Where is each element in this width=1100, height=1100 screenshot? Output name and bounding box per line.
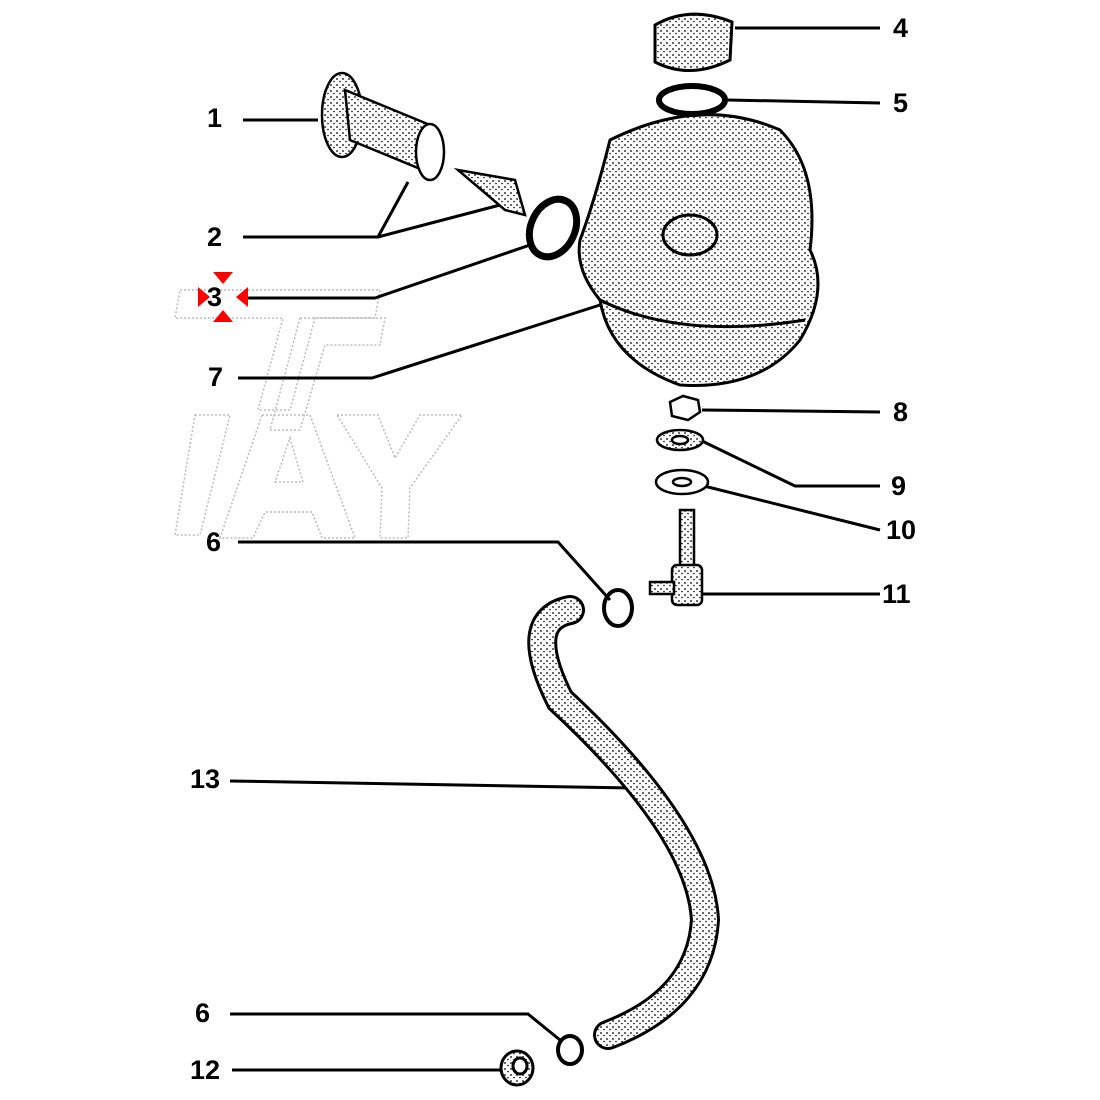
part-12-cap (499, 1049, 535, 1087)
callout-9[interactable]: 9 (891, 471, 911, 501)
callout-12[interactable]: 12 (190, 1055, 225, 1085)
callout-label: 5 (893, 88, 909, 118)
callout-label: 8 (893, 397, 909, 427)
part-11-fuel-tap (648, 508, 704, 607)
selection-marker (198, 272, 248, 322)
callout-label: 1 (207, 103, 223, 133)
callout-label: 4 (893, 13, 909, 43)
callout-label: 6 (195, 998, 211, 1028)
watermark (174, 289, 464, 539)
callout-label: 7 (208, 362, 224, 392)
callout-1[interactable]: 1 (207, 103, 227, 133)
callout-label: 10 (886, 515, 917, 545)
callout-7[interactable]: 7 (208, 362, 228, 392)
callout-8[interactable]: 8 (893, 397, 913, 427)
callout-label: 12 (190, 1055, 221, 1085)
part-1-filler-neck (320, 71, 446, 182)
callout-10[interactable]: 10 (886, 515, 921, 545)
callout-label: 9 (891, 471, 907, 501)
callout-label: 13 (190, 764, 221, 794)
callout-label: 2 (207, 222, 223, 252)
callout-5[interactable]: 5 (893, 88, 913, 118)
callout-label: 6 (206, 527, 222, 557)
callout-6-upper[interactable]: 6 (206, 527, 226, 557)
callout-4[interactable]: 4 (893, 13, 913, 43)
callout-label: 11 (882, 579, 911, 609)
part-13-fuel-hose (527, 595, 721, 1050)
part-4-cap (653, 12, 734, 72)
part-6-hose-clip (556, 588, 634, 1066)
part-3-seal-ring (525, 195, 581, 261)
callout-2[interactable]: 2 (207, 222, 227, 252)
part-8-nut (668, 394, 702, 422)
callout-13[interactable]: 13 (190, 764, 225, 794)
part-5-gasket (656, 83, 728, 117)
callout-label: 3 (207, 282, 223, 312)
part-9-washer (655, 428, 705, 452)
part-2-strainer (453, 167, 527, 217)
callout-6-lower[interactable]: 6 (195, 998, 215, 1028)
leader-lines (229, 26, 881, 1072)
part-7-tank (577, 113, 820, 387)
callout-11[interactable]: 11 (882, 579, 915, 609)
callout-3[interactable]: 3 (207, 282, 227, 312)
part-10-washer (654, 468, 710, 496)
